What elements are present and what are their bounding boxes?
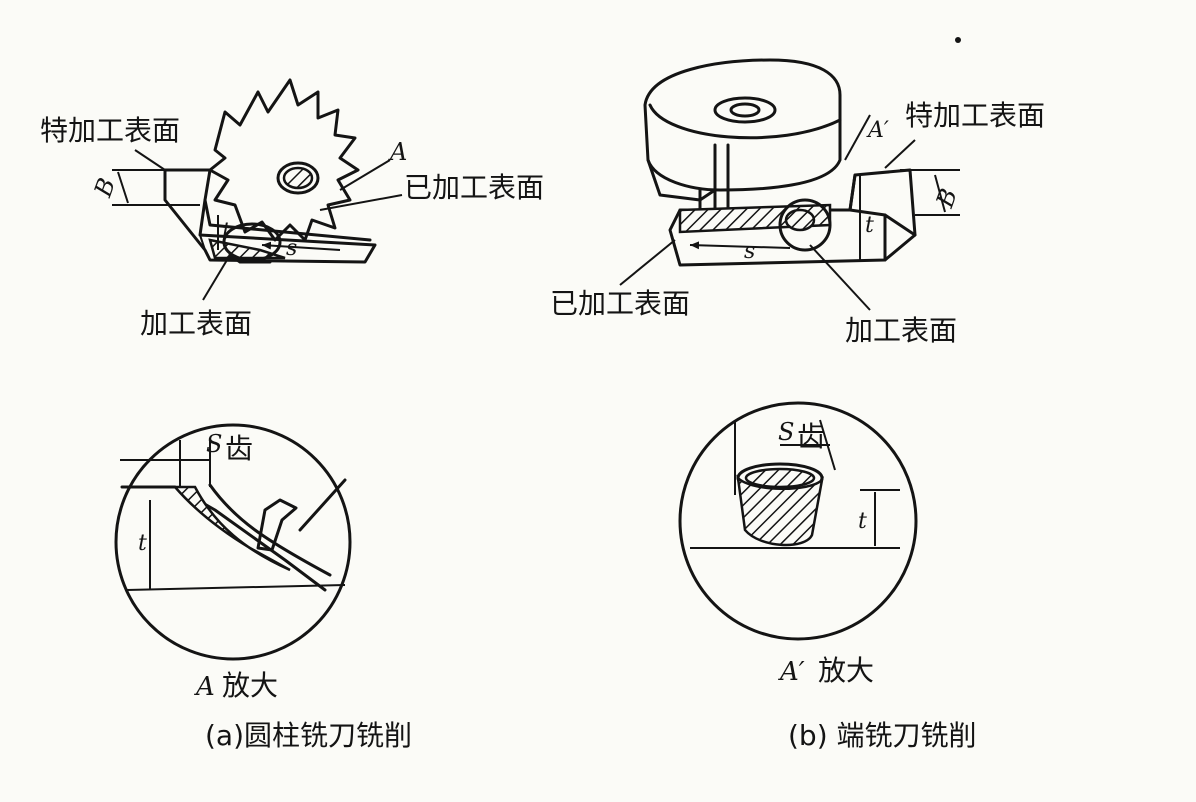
panel-b-face-milling: 特加工表面 已加工表面 加工表面 A′ B t s: [550, 58, 1045, 347]
panel-b-symbol-A: A′: [866, 118, 889, 143]
zoom-a-symbol-t: t: [138, 531, 147, 556]
zoom-b-symbol-s: S: [778, 418, 794, 446]
panel-b-zoom-detail: S 齿 t A′ 放大: [678, 401, 918, 687]
panel-a-symbol-A: A: [388, 138, 407, 166]
panel-a-symbol-B: B: [88, 174, 121, 201]
zoom-b-caption-sym: A′: [778, 657, 805, 687]
zoom-b-caption: 放大: [818, 654, 874, 687]
panel-a-zoom-detail: S 齿 t A 放大: [114, 423, 352, 702]
panel-a-workpiece: [163, 168, 377, 264]
panel-a-symbol-s: s: [286, 236, 297, 261]
zoom-b-symbol-t: t: [858, 509, 867, 534]
panel-a-symbol-t: t: [222, 219, 231, 244]
speck: [955, 37, 961, 43]
panel-a-label-machining: 加工表面: [140, 307, 252, 340]
panel-b-symbol-t: t: [865, 213, 874, 238]
panel-a-label-to-machine: 特加工表面: [40, 114, 180, 147]
caption-b: (b) 端铣刀铣削: [788, 719, 977, 752]
panel-a-cylindrical-cutter: [208, 78, 360, 242]
zoom-a-symbol-s: S: [206, 430, 222, 458]
panel-b-label-to-machine: 特加工表面: [905, 99, 1045, 132]
zoom-a-caption: 放大: [222, 669, 278, 702]
zoom-a-subscript: 齿: [225, 432, 253, 465]
zoom-b-subscript: 齿: [797, 420, 825, 453]
panel-b-symbol-B: B: [930, 185, 963, 212]
panel-b-face-cutter: [643, 58, 842, 192]
panel-b-symbol-s: s: [744, 239, 755, 264]
panel-a-cylindrical-milling: 特加工表面 已加工表面 加工表面 A B t s: [40, 78, 544, 340]
panel-a-label-machined: 已加工表面: [404, 171, 544, 204]
panel-b-label-machining: 加工表面: [845, 314, 957, 347]
panel-b-label-machined: 已加工表面: [550, 287, 690, 320]
caption-a: (a)圆柱铣刀铣削: [205, 719, 412, 752]
zoom-a-caption-sym: A: [194, 672, 215, 702]
